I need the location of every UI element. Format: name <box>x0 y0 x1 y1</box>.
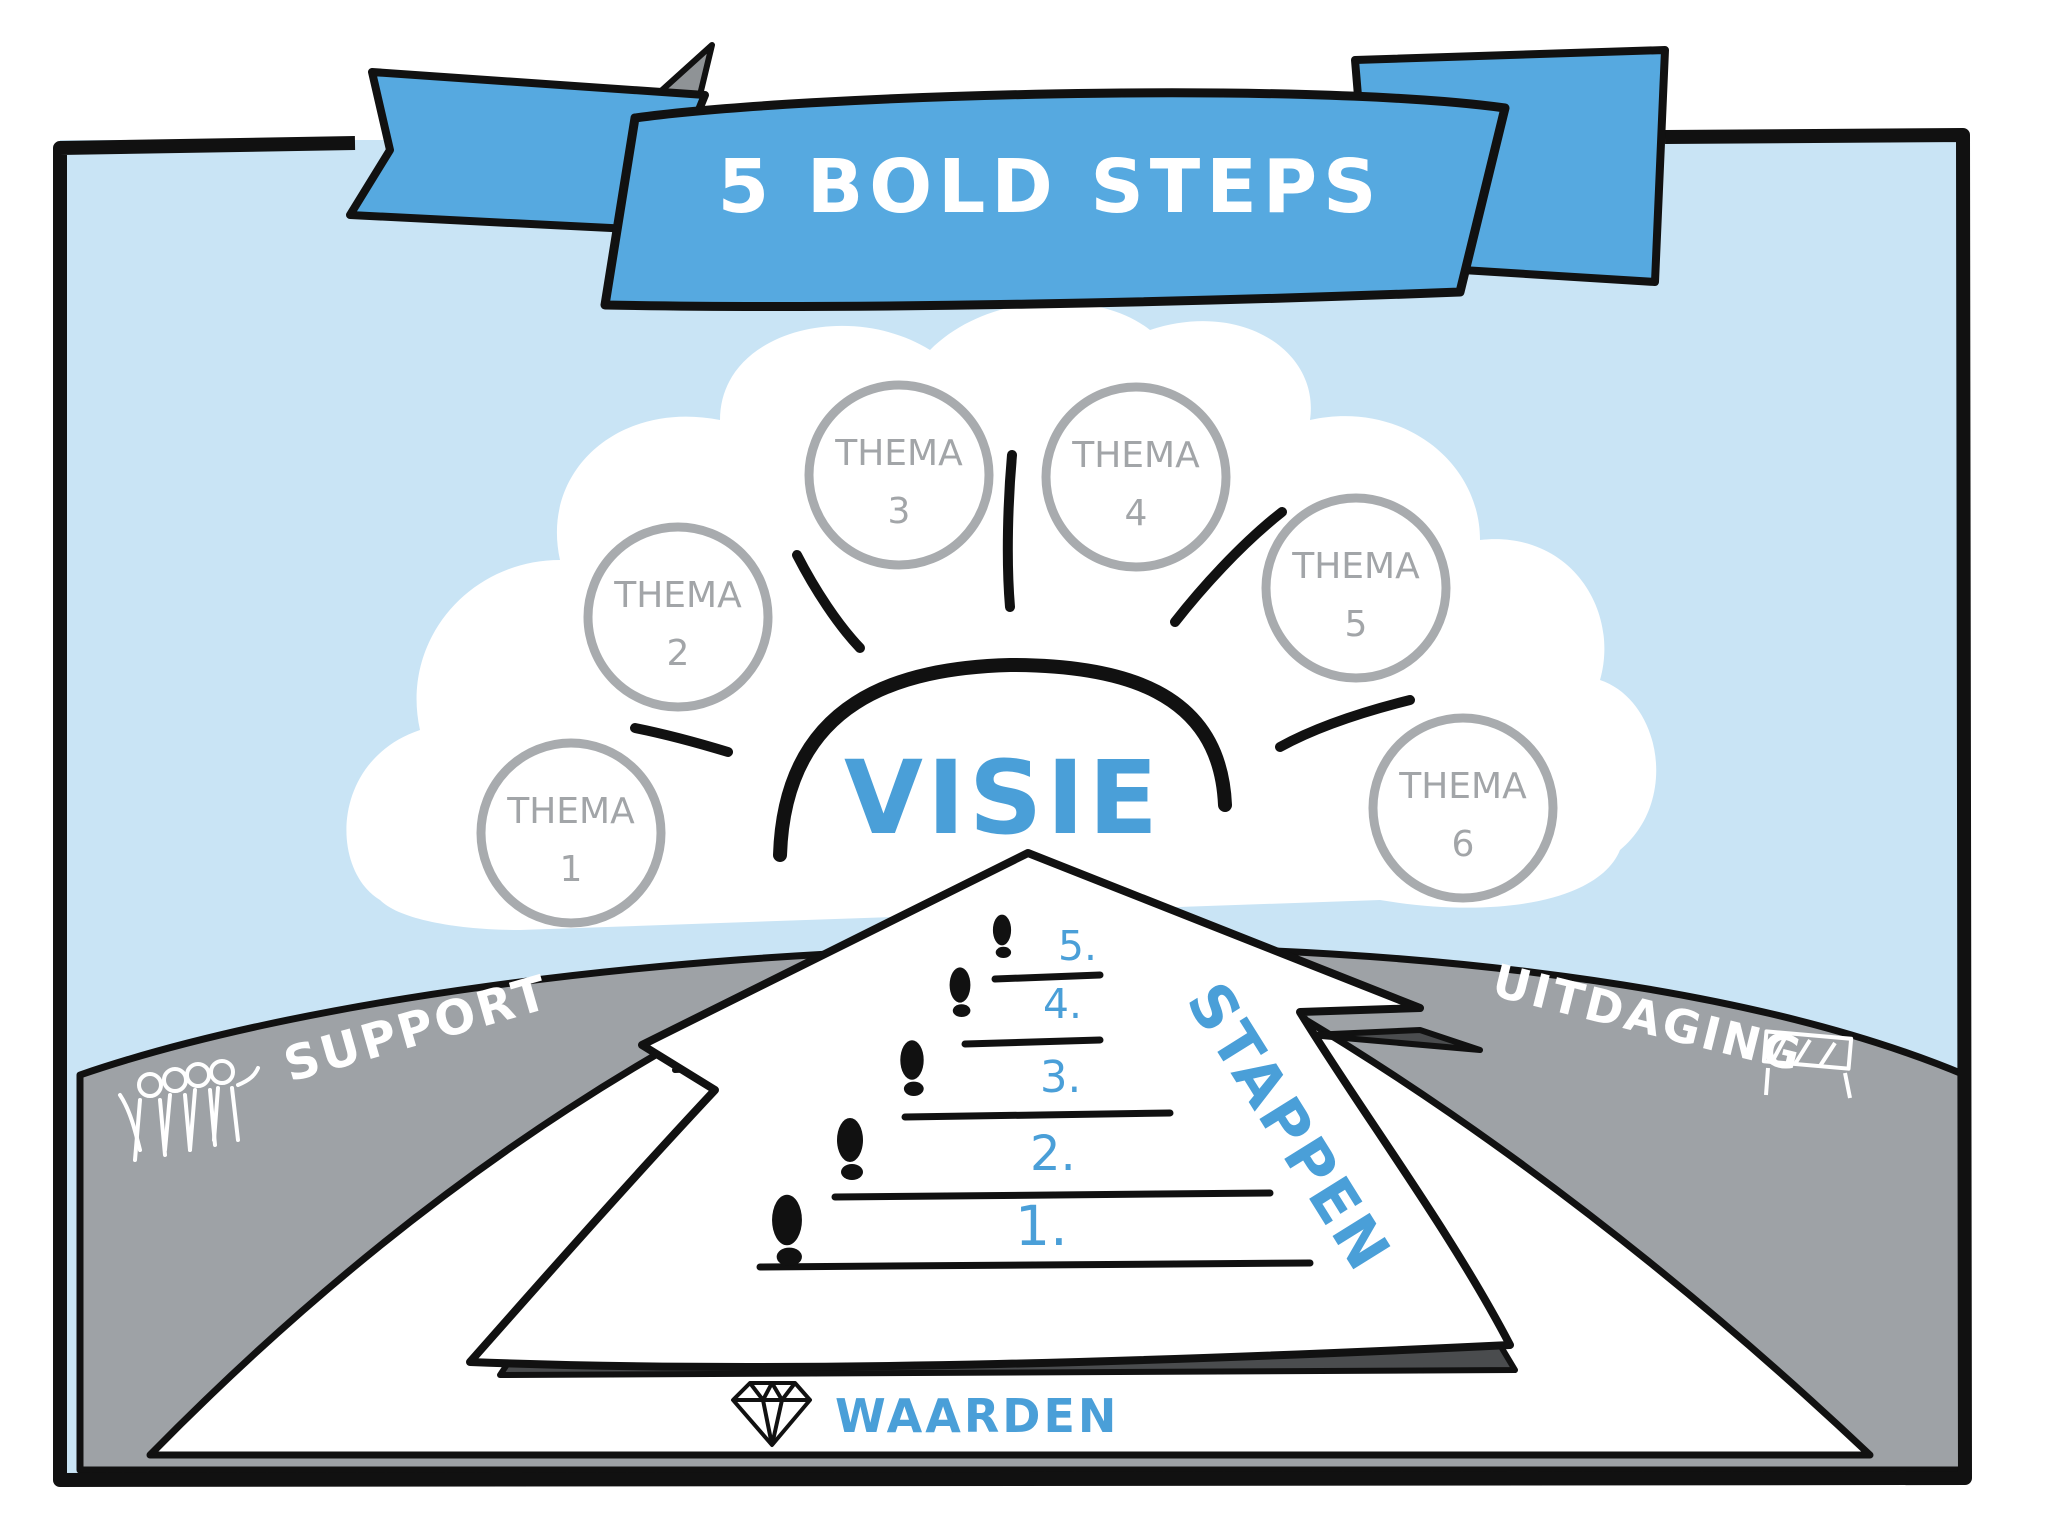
diamond-icon <box>731 1381 812 1447</box>
theme-number: 4 <box>1125 493 1148 534</box>
theme-label: THEMA <box>1398 766 1527 807</box>
theme-label: THEMA <box>1071 435 1200 476</box>
step-line <box>901 1109 1174 1121</box>
step-line <box>991 971 1104 983</box>
footprint-icon <box>837 1118 863 1180</box>
theme-1: THEMA 1 <box>476 738 666 928</box>
theme-number: 3 <box>888 491 911 532</box>
people-group-icon <box>118 1059 260 1162</box>
footprint-icon <box>772 1194 802 1266</box>
frame-border <box>53 128 1972 1487</box>
banner-title: 5 BOLD STEPS <box>718 144 1383 230</box>
step-number: 2. <box>1030 1126 1076 1182</box>
footprint-icon <box>900 1040 924 1096</box>
cloud-shape <box>346 302 1657 931</box>
step-number: 3. <box>1040 1053 1081 1103</box>
theme-number: 6 <box>1452 824 1475 865</box>
step-line <box>831 1189 1274 1201</box>
theme-circle <box>1368 713 1558 903</box>
barrier-icon <box>1761 1029 1854 1099</box>
theme-4: THEMA 4 <box>1041 382 1231 572</box>
step-line <box>756 1259 1314 1271</box>
step-line <box>961 1036 1104 1048</box>
footprint-icon <box>949 967 971 1017</box>
steps-arrow <box>466 849 1518 1378</box>
theme-3: THEMA 3 <box>804 380 994 570</box>
theme-2: THEMA 2 <box>583 522 773 712</box>
theme-number: 5 <box>1345 604 1368 645</box>
theme-circle <box>583 522 773 712</box>
footprint-icon <box>992 914 1012 958</box>
theme-6: THEMA 6 <box>1368 713 1558 903</box>
theme-number: 2 <box>667 633 690 674</box>
title-banner <box>346 42 1669 312</box>
theme-label: THEMA <box>613 575 742 616</box>
values-label: WAARDEN <box>835 1389 1119 1443</box>
theme-circle <box>804 380 994 570</box>
step-number: 1. <box>1015 1195 1068 1259</box>
theme-5: THEMA 5 <box>1261 493 1451 683</box>
theme-circle <box>1261 493 1451 683</box>
vision-label: VISIE <box>844 739 1162 858</box>
theme-circle <box>1041 382 1231 572</box>
theme-label: THEMA <box>834 433 963 474</box>
theme-circle <box>476 738 666 928</box>
theme-number: 1 <box>560 849 583 890</box>
theme-label: THEMA <box>1291 546 1420 587</box>
vision-arch <box>773 657 1232 862</box>
step-number: 4. <box>1043 980 1082 1028</box>
theme-label: THEMA <box>506 791 635 832</box>
step-lines: 1. 2. 3. 4. 5. <box>756 914 1314 1271</box>
step-number: 5. <box>1058 922 1097 970</box>
vision-rays <box>630 450 1415 757</box>
